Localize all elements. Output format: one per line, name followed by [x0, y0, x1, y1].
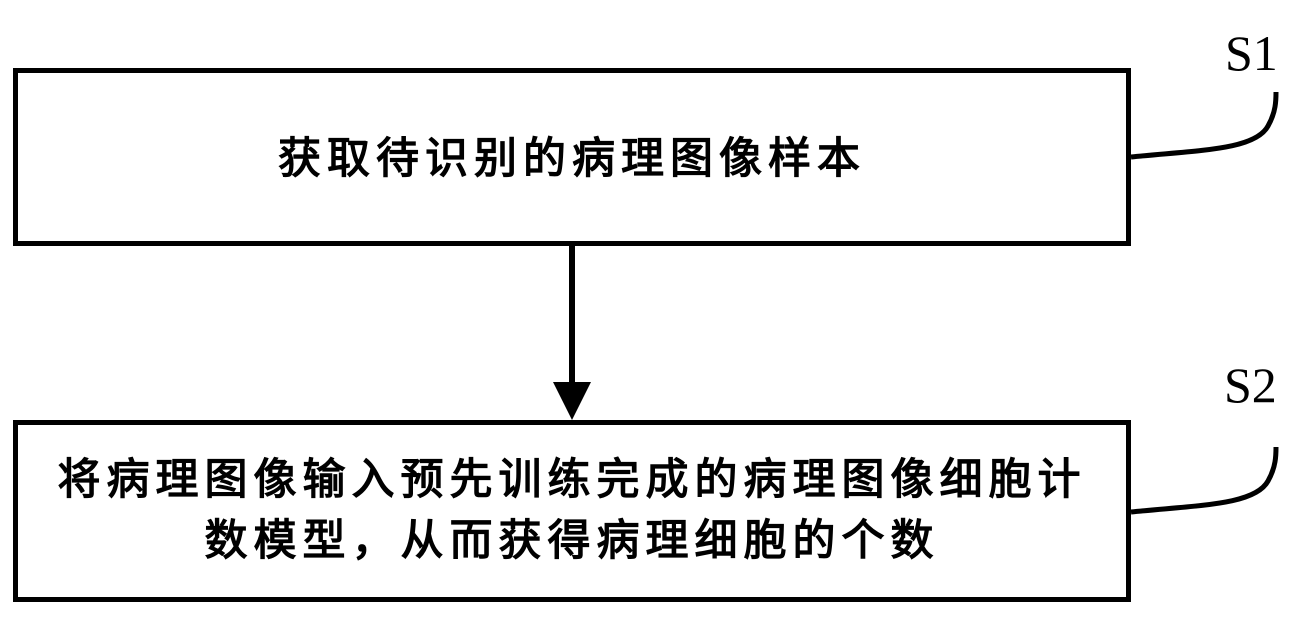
- step-s1-label: S1: [1225, 25, 1278, 81]
- step-s2-box: 将病理图像输入预先训练完成的病理图像细胞计数模型，从而获得病理细胞的个数: [13, 420, 1131, 602]
- step-s1-box: 获取待识别的病理图像样本: [13, 68, 1131, 246]
- s2-leader-line: [1130, 446, 1279, 515]
- flow-arrow-head: [553, 382, 591, 420]
- step-s2-text: 将病理图像输入预先训练完成的病理图像细胞计数模型，从而获得病理细胞的个数: [57, 454, 1087, 566]
- step-s2-label: S2: [1224, 357, 1277, 413]
- s1-leader-line: [1130, 91, 1279, 160]
- step-s1-text: 获取待识别的病理图像样本: [278, 134, 866, 185]
